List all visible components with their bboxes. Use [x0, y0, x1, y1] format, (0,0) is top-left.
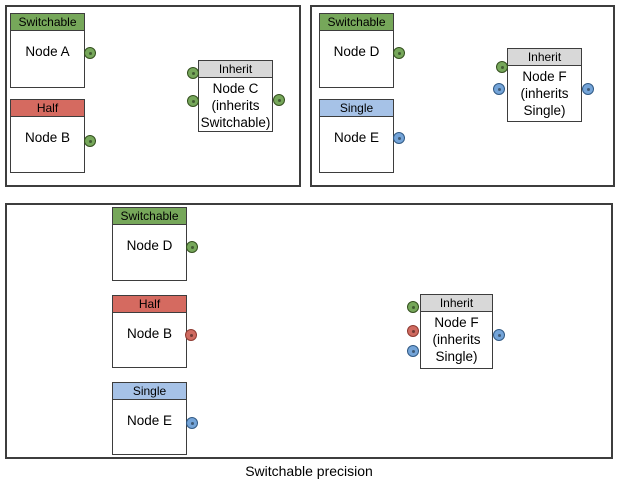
panel-bottom [5, 203, 613, 459]
node-b-bottom-label: Node B [126, 326, 173, 341]
node-b-bottom-type-header: Half [113, 296, 186, 313]
node-e-bottom-type-header: Single [113, 383, 186, 400]
node-a: Switchable Node A [10, 13, 85, 88]
node-d-bottom-label: Node D [126, 238, 173, 253]
node-f-type-header: Inherit [508, 49, 581, 66]
node-e-output-port [393, 132, 405, 144]
node-f-bottom-type-header: Inherit [421, 295, 492, 312]
node-d-type-header: Switchable [320, 14, 393, 31]
node-c-type-header: Inherit [199, 61, 272, 78]
node-b: Half Node B [10, 99, 85, 173]
node-c-input-port-1 [187, 67, 199, 79]
node-d: Switchable Node D [319, 13, 394, 88]
node-e-bottom: Single Node E [112, 382, 187, 455]
node-f-bottom-input-port-green [407, 301, 419, 313]
node-c-output-port [273, 94, 285, 106]
node-f-bottom-label: Node F (inherits Single) [432, 315, 481, 364]
node-f-bottom: Inherit Node F (inherits Single) [420, 294, 493, 369]
node-f-input-port-green [496, 61, 508, 73]
node-c-label: Node C (inherits Switchable) [200, 81, 271, 130]
node-b-output-port [84, 135, 96, 147]
node-d-bottom: Switchable Node D [112, 207, 187, 281]
node-f-bottom-input-port-blue [407, 345, 419, 357]
node-f: Inherit Node F (inherits Single) [507, 48, 582, 122]
node-e: Single Node E [319, 99, 394, 173]
node-f-label: Node F (inherits Single) [520, 69, 569, 118]
node-c-input-port-2 [187, 95, 199, 107]
node-c: Inherit Node C (inherits Switchable) [198, 60, 273, 132]
figure-caption: Switchable precision [245, 463, 373, 479]
node-b-type-header: Half [11, 100, 84, 117]
node-a-output-port [84, 47, 96, 59]
node-d-bottom-output-port [186, 241, 198, 253]
node-a-label: Node A [25, 44, 70, 59]
node-a-type-header: Switchable [11, 14, 84, 31]
node-e-label: Node E [333, 130, 380, 145]
node-d-label: Node D [333, 44, 380, 59]
node-f-output-port [582, 83, 594, 95]
node-e-type-header: Single [320, 100, 393, 117]
node-b-bottom: Half Node B [112, 295, 187, 368]
node-f-bottom-output-port [493, 329, 505, 341]
node-d-bottom-type-header: Switchable [113, 208, 186, 225]
node-f-bottom-input-port-red [407, 325, 419, 337]
node-f-input-port-blue [493, 83, 505, 95]
node-b-label: Node B [24, 130, 71, 145]
node-d-output-port [393, 47, 405, 59]
node-e-bottom-label: Node E [126, 413, 173, 428]
node-e-bottom-output-port [186, 417, 198, 429]
node-b-bottom-output-port [185, 329, 197, 341]
